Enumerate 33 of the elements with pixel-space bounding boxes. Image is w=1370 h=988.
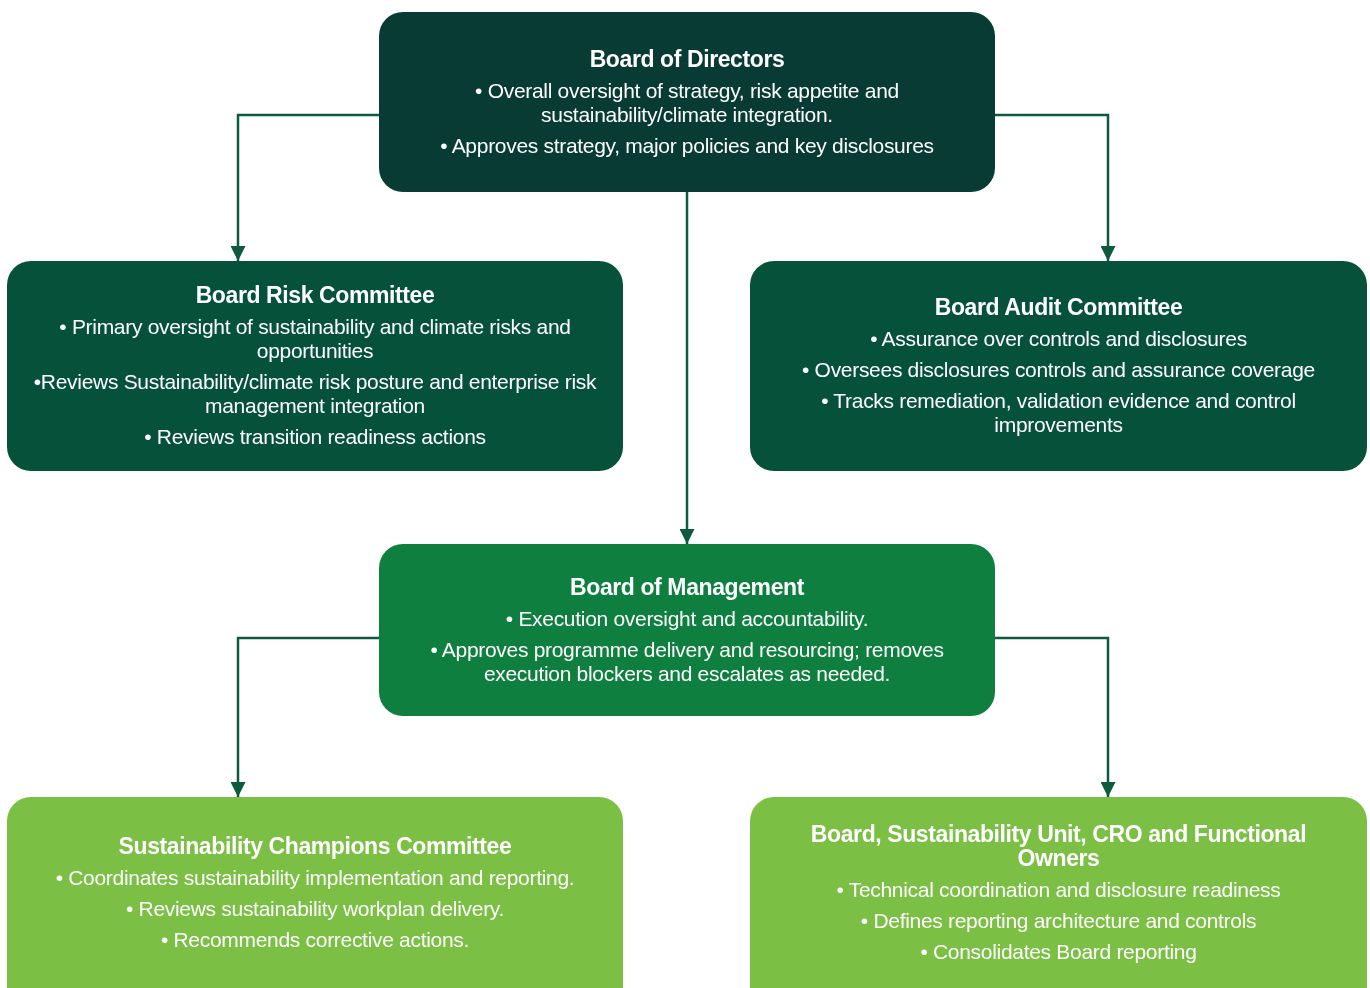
bullet-text: • Oversees disclosures controls and assurance coverage xyxy=(802,358,1315,382)
bullet-text: • Approves strategy, major policies and key disclosures xyxy=(440,133,934,158)
bullet-text: • Coordinates sustainability implementation and reporting. xyxy=(55,865,575,890)
box-title: Board of Directors xyxy=(589,46,785,71)
box-title: Board Audit Committee xyxy=(934,295,1183,319)
box-title: Board, Sustainability Unit, CRO and Functional Owners xyxy=(809,821,1308,870)
box-title: Sustainability Champions Committee xyxy=(118,833,512,858)
bullet-text: • Primary oversight of sustainability and climate risks and opportunities xyxy=(58,315,572,363)
bullet-text: • Technical coordination and disclosure readiness xyxy=(836,877,1281,902)
arrow xyxy=(995,113,1116,261)
box-title: Board of Management xyxy=(570,574,804,599)
bullet-text: • Assurance over controls and disclosures xyxy=(870,327,1247,351)
bullet-text: • Tracks remediation, validation evidence and control improvements xyxy=(820,389,1297,437)
bullet-text: • Execution oversight and accountability. xyxy=(505,606,869,631)
bullet-text: •Reviews Sustainability/climate risk posture and enterprise risk management integration xyxy=(32,370,598,418)
bullet-text: • Reviews transition readiness actions xyxy=(144,425,486,449)
arrow xyxy=(995,636,1116,797)
org-box xyxy=(7,261,623,471)
bullet-text: • Approves programme delivery and resourcing; removes execution blockers and escalates as needed. xyxy=(429,637,945,686)
org-box xyxy=(379,12,995,192)
bullet-text: • Consolidates Board reporting xyxy=(920,939,1197,964)
org-box xyxy=(750,261,1367,471)
bullet-text: • Reviews sustainability workplan delivery. xyxy=(125,896,505,921)
org-box xyxy=(379,544,995,716)
box-title: Board Risk Committee xyxy=(195,283,435,307)
bullet-text: • Overall oversight of strategy, risk appetite and sustainability/climate integration. xyxy=(474,78,900,127)
arrow xyxy=(679,192,695,544)
org-box xyxy=(750,797,1367,988)
bullet-text: • Recommends corrective actions. xyxy=(160,927,470,952)
org-box xyxy=(7,797,623,988)
arrow xyxy=(230,636,379,797)
arrow xyxy=(230,113,379,261)
bullet-text: • Defines reporting architecture and controls xyxy=(860,908,1257,933)
